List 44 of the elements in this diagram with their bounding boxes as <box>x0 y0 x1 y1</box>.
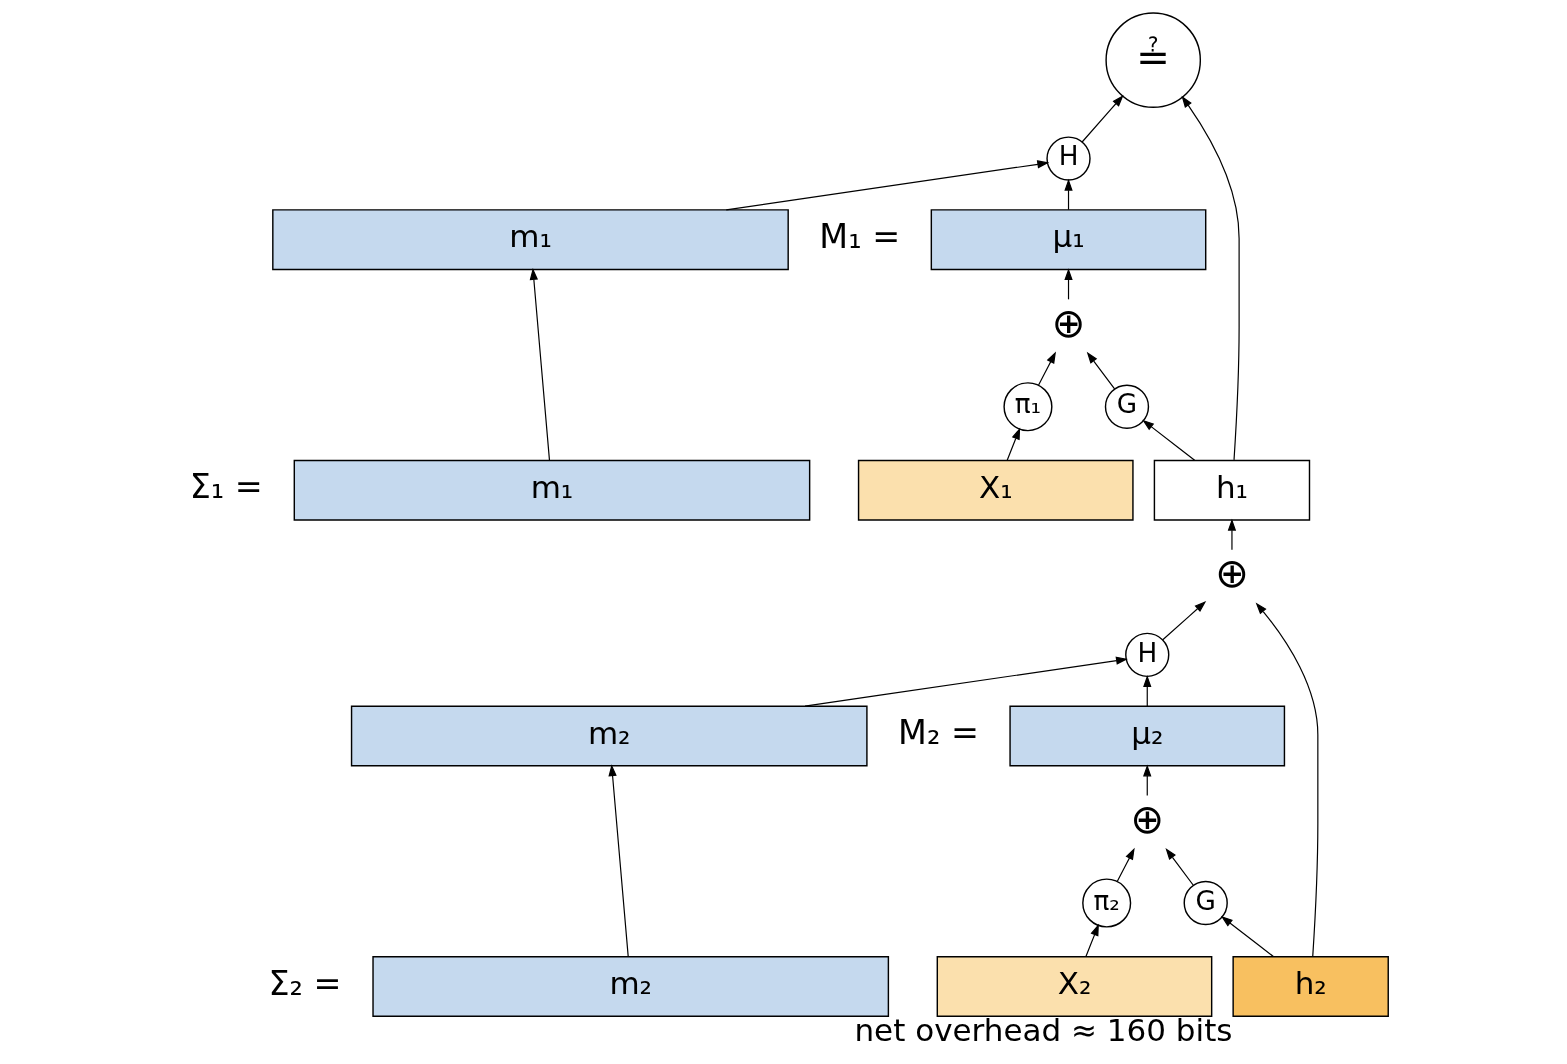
node-circle: G <box>1183 880 1228 926</box>
node-box: m₁ <box>293 459 810 521</box>
node-box: m₂ <box>371 955 889 1018</box>
arrow <box>1164 848 1194 886</box>
node-circle: π₂ <box>1081 878 1131 928</box>
arrow <box>1142 764 1151 797</box>
node-circle: H <box>1124 632 1169 678</box>
label: M₁ = <box>818 216 900 256</box>
arrow <box>607 764 629 957</box>
node-box: X₁ <box>857 459 1134 521</box>
node-box: h₂ <box>1231 955 1389 1018</box>
arrow <box>1161 600 1206 641</box>
node-circle: H <box>1045 136 1091 181</box>
arrow <box>529 267 550 461</box>
arrow <box>1081 94 1124 143</box>
arrow <box>1084 923 1099 958</box>
label: Σ₂ = <box>267 963 342 1003</box>
arrow <box>1116 847 1135 882</box>
node-text: ⊕ <box>1129 794 1164 843</box>
node-circle: G <box>1104 384 1149 429</box>
node-box: X₂ <box>936 955 1212 1018</box>
arrow <box>1086 351 1115 390</box>
arrow <box>1037 351 1056 386</box>
node-box: m₁ <box>271 209 789 271</box>
arrow <box>1227 518 1236 551</box>
arrow <box>725 160 1049 211</box>
node-box: h₁ <box>1153 459 1310 521</box>
node-box: μ₁ <box>930 209 1206 271</box>
label: Σ₁ = <box>189 467 263 507</box>
arrow <box>1063 178 1073 211</box>
node-box: m₂ <box>350 705 868 767</box>
arrow <box>1142 675 1151 707</box>
arrow <box>1141 419 1195 461</box>
arrow <box>803 656 1128 707</box>
label: M₂ = <box>897 713 979 753</box>
node-text: ⊕ <box>1214 549 1249 598</box>
arrow <box>1181 95 1240 461</box>
node-text: ⊕ <box>1051 298 1086 347</box>
arrow <box>1255 602 1318 957</box>
arrow <box>1220 915 1274 958</box>
arrow <box>1063 268 1073 300</box>
node-box: μ₂ <box>1008 705 1285 767</box>
node-circle: π₁ <box>1002 382 1053 432</box>
arrow <box>1006 427 1020 461</box>
